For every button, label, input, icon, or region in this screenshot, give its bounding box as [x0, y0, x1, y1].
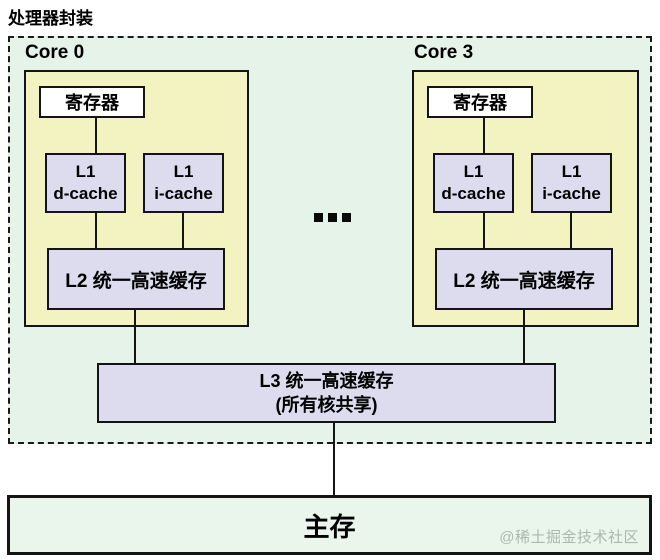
connector-core0-l2-l3: [134, 308, 136, 364]
core0-registers-box: 寄存器: [39, 86, 145, 118]
l3-cache-box: L3 统一高速缓存 (所有核共享): [97, 363, 556, 423]
core0-connector-registers-l1d: [95, 118, 97, 153]
watermark: @稀土掘金技术社区: [499, 529, 639, 546]
ellipsis-dot: [342, 213, 351, 222]
core3-registers-box: 寄存器: [427, 86, 533, 118]
connector-core3-l2-l3: [523, 308, 525, 364]
core3-connector-l1i-l2: [570, 213, 572, 248]
core0-l1-dcache-box: L1 d-cache: [45, 153, 126, 213]
core3-label: Core 3: [414, 42, 474, 63]
core0-l1-icache-box: L1 i-cache: [143, 153, 224, 213]
main-memory-box: 主存 @稀土掘金技术社区: [7, 495, 652, 555]
cores-ellipsis: [314, 213, 351, 222]
page-title: 处理器封装: [8, 9, 93, 28]
core3-connector-registers-l1d: [483, 118, 485, 153]
core3-l1-dcache-box: L1 d-cache: [433, 153, 514, 213]
connector-l3-main-memory: [333, 421, 335, 496]
ellipsis-dot: [314, 213, 323, 222]
core3-box: 寄存器 L1 d-cache L1 i-cache L2 统一高速缓存: [412, 70, 639, 327]
core0-connector-l1i-l2: [182, 213, 184, 248]
core0-label: Core 0: [25, 42, 85, 63]
ellipsis-dot: [328, 213, 337, 222]
core0-box: 寄存器 L1 d-cache L1 i-cache L2 统一高速缓存: [24, 70, 249, 327]
core3-connector-l1d-l2: [483, 213, 485, 248]
core3-l1-icache-box: L1 i-cache: [531, 153, 612, 213]
core0-connector-l1d-l2: [95, 213, 97, 248]
core0-l2-cache-box: L2 统一高速缓存: [47, 248, 225, 310]
core3-l2-cache-box: L2 统一高速缓存: [435, 248, 613, 310]
main-memory-label: 主存: [303, 511, 356, 542]
